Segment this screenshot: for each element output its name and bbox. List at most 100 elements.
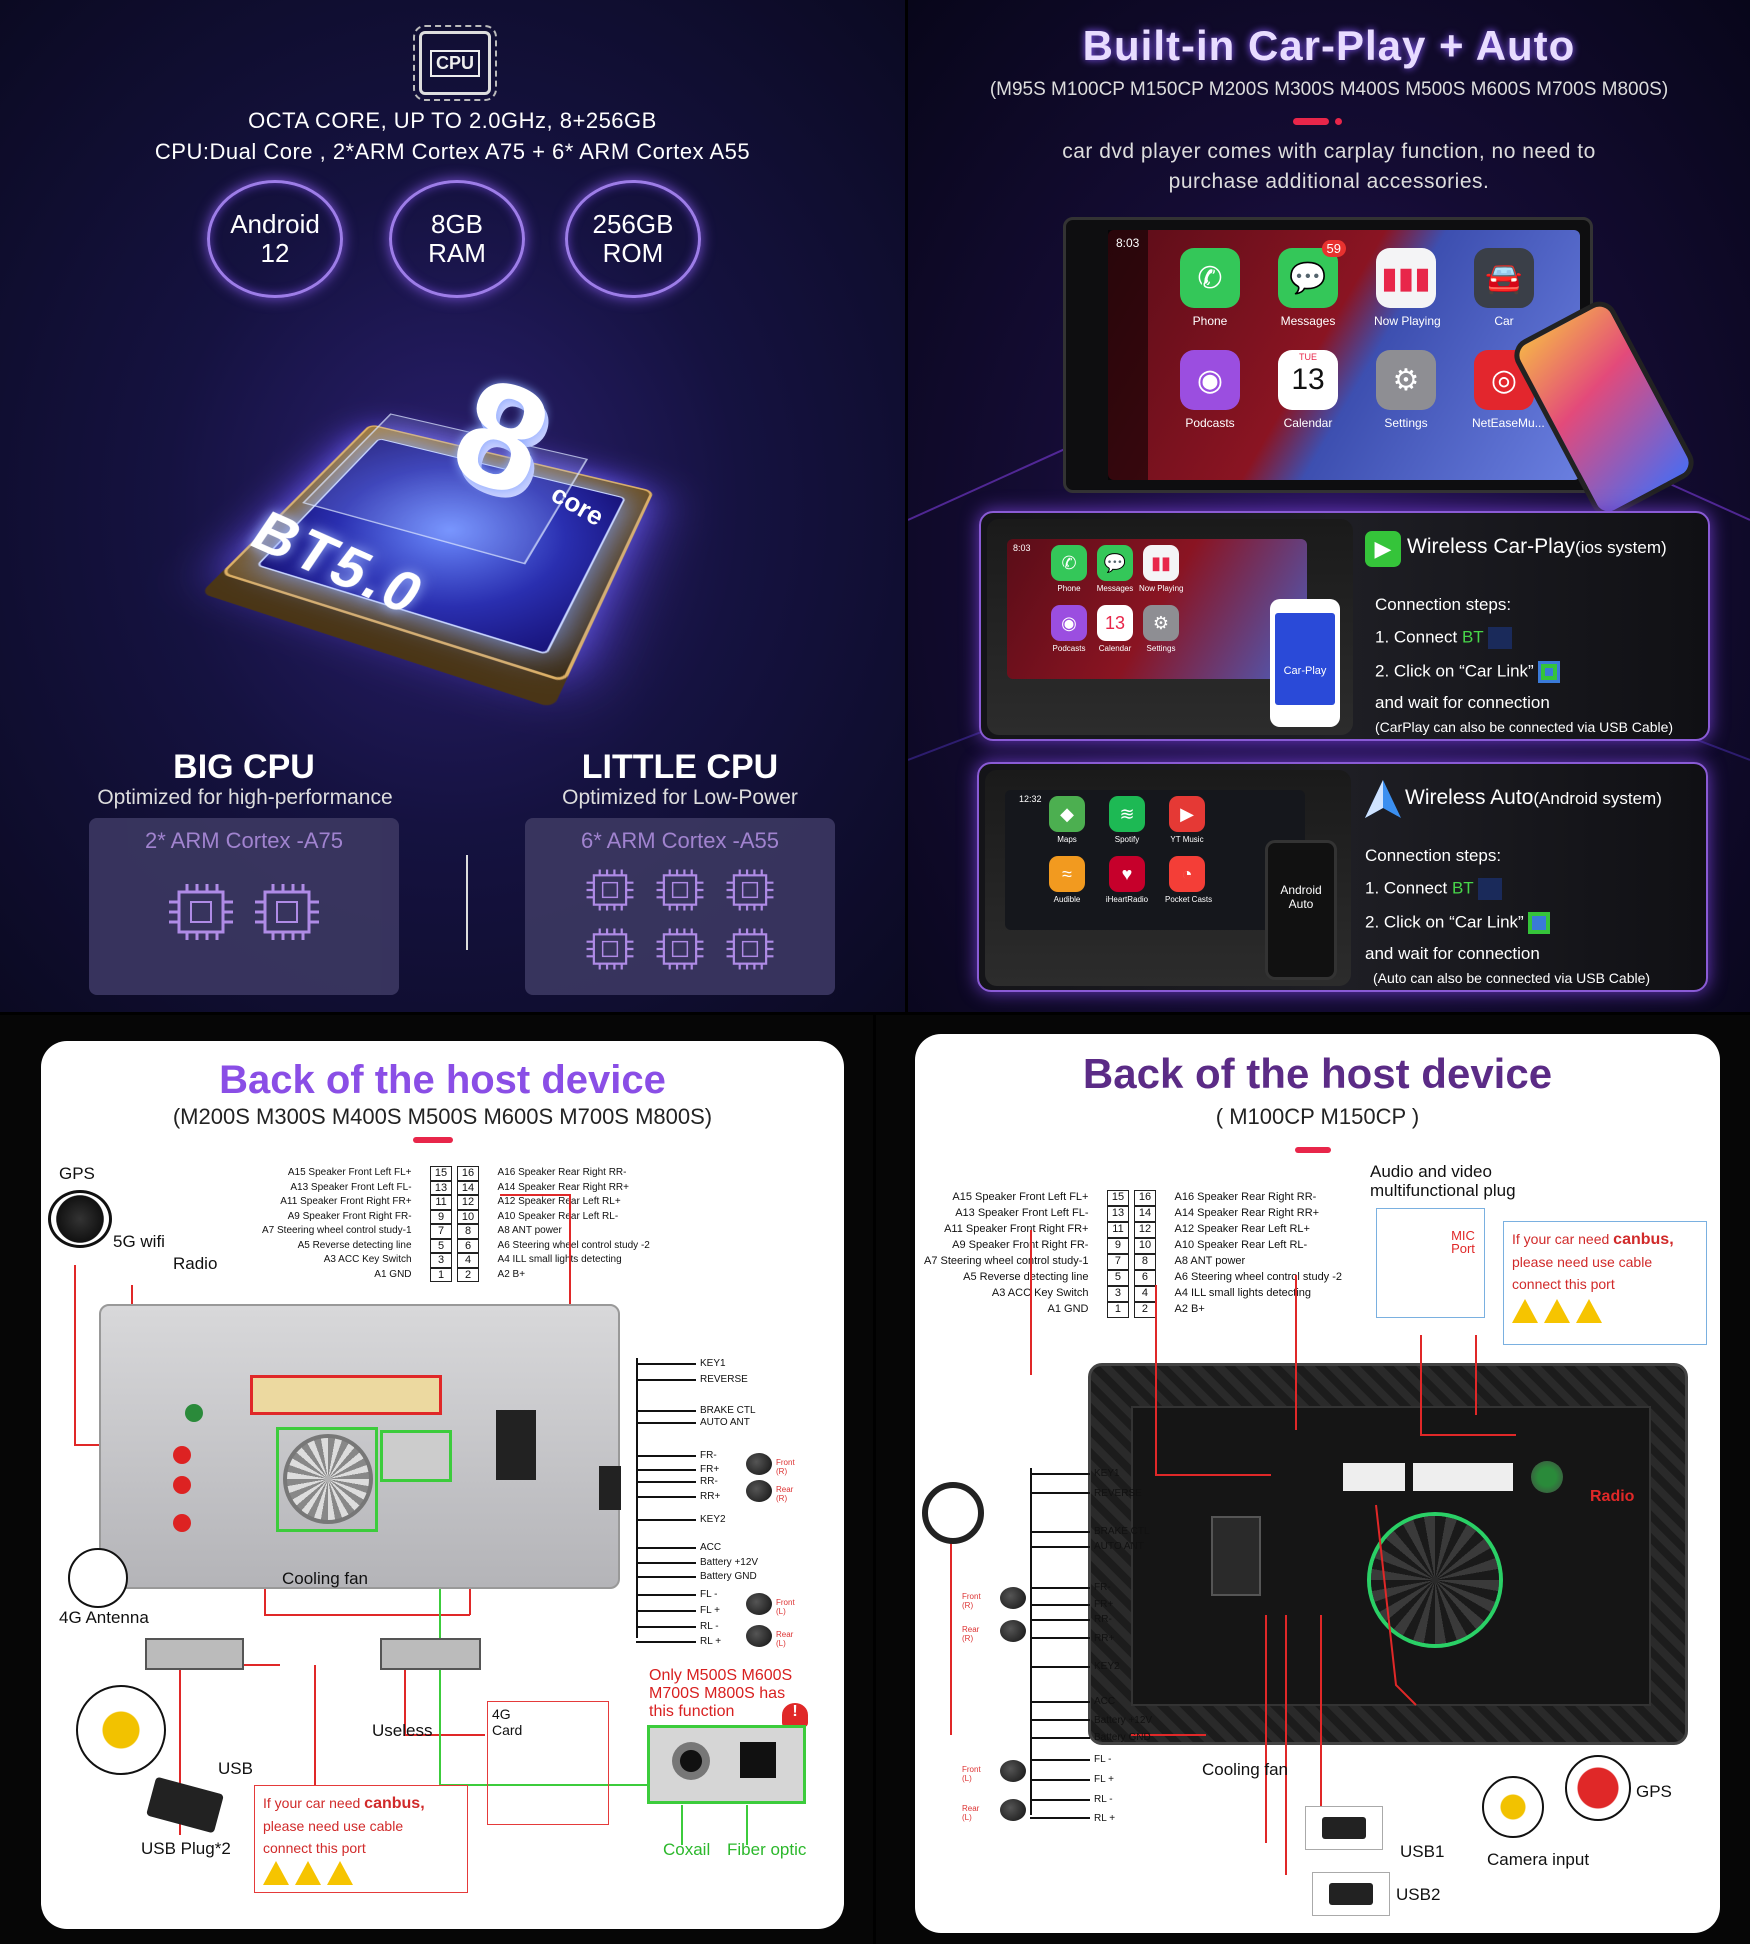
coax-optical-ports bbox=[647, 1725, 806, 1804]
app-audible[interactable]: ≈Audible bbox=[1045, 856, 1089, 904]
speaker-label: Rear (R) bbox=[962, 1625, 979, 1643]
app-label: Phone bbox=[1178, 314, 1242, 328]
app-spotify[interactable]: ≋ Spotify bbox=[1105, 796, 1149, 844]
wire-line bbox=[1030, 1546, 1090, 1548]
wire-label: RR- bbox=[1094, 1614, 1112, 1625]
badge-line: 256GB bbox=[593, 210, 674, 239]
radio-port bbox=[185, 1404, 203, 1422]
app-icon: 13TUE bbox=[1278, 350, 1338, 410]
app-iheartradio[interactable]: ♥iHeartRadio bbox=[1105, 856, 1149, 904]
dashboard-image: 12:32 ◆Maps≋Spotify▶YT Music≈Audible♥iHe… bbox=[985, 770, 1351, 986]
app-car[interactable]: 🚘Car bbox=[1472, 248, 1536, 328]
speaker-label: Rear (R) bbox=[776, 1485, 793, 1503]
wire-line bbox=[1030, 1817, 1090, 1819]
gps-label: GPS bbox=[1636, 1782, 1672, 1802]
app-icon: ▶ bbox=[1169, 796, 1205, 832]
car-link-icon bbox=[1528, 912, 1550, 934]
app-label: Calendar bbox=[1276, 416, 1340, 430]
4g-antenna-icon bbox=[68, 1548, 128, 1608]
app-icon: ≋ bbox=[1109, 796, 1145, 832]
useless-label: Useless bbox=[372, 1721, 432, 1741]
cpu-core-icon bbox=[582, 927, 638, 976]
harness-wire: KEY1 bbox=[1030, 1468, 1120, 1479]
app-label: Audible bbox=[1045, 895, 1089, 904]
red-dash-decoration bbox=[1293, 118, 1329, 125]
app-icon: 💬 bbox=[1097, 545, 1133, 581]
app-calendar[interactable]: 13TUE Calendar bbox=[1276, 350, 1340, 430]
wire-label: AUTO ANT bbox=[700, 1417, 750, 1428]
app-messages[interactable]: 💬Messages bbox=[1093, 545, 1137, 593]
app-phone[interactable]: ✆Phone bbox=[1178, 248, 1242, 328]
alert-icon: ! bbox=[782, 1703, 808, 1727]
wire-label: Battery GND bbox=[1094, 1732, 1151, 1743]
carplay-dock: 8:03 bbox=[1108, 230, 1148, 480]
gps-label: GPS bbox=[59, 1164, 95, 1184]
radio-label: Radio bbox=[173, 1254, 217, 1274]
wire-line bbox=[636, 1455, 696, 1457]
app-now-playing[interactable]: ▮▮Now Playing bbox=[1139, 545, 1183, 593]
app-label: YT Music bbox=[1165, 835, 1209, 844]
wire-line bbox=[636, 1547, 696, 1549]
harness-wire: BRAKE CTL bbox=[1030, 1526, 1150, 1537]
harness-wire: RR- bbox=[1030, 1614, 1112, 1625]
wire-line bbox=[636, 1519, 696, 1521]
step-3: and wait for connection bbox=[1365, 944, 1540, 964]
wire-line bbox=[636, 1641, 696, 1643]
app-messages[interactable]: 💬59Messages bbox=[1276, 248, 1340, 328]
wire-line bbox=[1030, 1719, 1090, 1721]
gps-port bbox=[173, 1446, 191, 1464]
wire-line bbox=[1030, 1701, 1090, 1703]
cpu-core-icon bbox=[652, 868, 708, 917]
av-ports-highlight bbox=[380, 1430, 452, 1482]
cpu-core-icon bbox=[165, 882, 237, 947]
app-label: Now Playing bbox=[1374, 314, 1438, 328]
app-label: Spotify bbox=[1105, 835, 1149, 844]
app-phone[interactable]: ✆Phone bbox=[1047, 545, 1091, 593]
wire-label: FL - bbox=[700, 1589, 717, 1600]
harness-wire: BRAKE CTL bbox=[636, 1405, 756, 1416]
app-settings[interactable]: ⚙Settings bbox=[1139, 605, 1183, 653]
cpu-core-icon bbox=[582, 868, 638, 917]
harness-wire: FR+ bbox=[1030, 1599, 1113, 1610]
app-yt-music[interactable]: ▶ YT Music bbox=[1165, 796, 1209, 844]
mini-carplay-screen: 8:03 ✆Phone💬Messages▮▮Now Playing◉Podcas… bbox=[1007, 539, 1307, 679]
little-cpu-box: 6* ARM Cortex -A55 bbox=[525, 818, 835, 995]
harness-wire: RR+ bbox=[1030, 1633, 1114, 1644]
note-line: this function bbox=[649, 1703, 792, 1721]
wire-label: REVERSE bbox=[1094, 1488, 1142, 1499]
cpu-spec-panel: CPU OCTA CORE, UP TO 2.0GHz, 8+256GB CPU… bbox=[0, 0, 905, 1012]
bt-label: BT bbox=[1452, 878, 1473, 897]
app-icon: ▮▮ bbox=[1143, 545, 1179, 581]
harness-wire: RL - bbox=[1030, 1794, 1113, 1805]
wire-line bbox=[1030, 1531, 1090, 1533]
card-title-suffix: (ios system) bbox=[1575, 538, 1667, 557]
app-calendar[interactable]: 13Calendar bbox=[1093, 605, 1137, 653]
app-label: Pocket Casts bbox=[1165, 895, 1209, 904]
wire-line bbox=[636, 1626, 696, 1628]
car-link-icon bbox=[1538, 661, 1560, 683]
app-label: Podcasts bbox=[1178, 416, 1242, 430]
app-podcasts[interactable]: ◉Podcasts bbox=[1178, 350, 1242, 430]
wire-line bbox=[636, 1363, 696, 1365]
wire-line bbox=[1030, 1666, 1090, 1668]
speaker-icon bbox=[1000, 1620, 1026, 1642]
wire-label: BRAKE CTL bbox=[700, 1405, 756, 1416]
harness-wire: RL - bbox=[636, 1621, 719, 1632]
wire-line bbox=[1030, 1473, 1090, 1475]
usb-port-block bbox=[496, 1410, 536, 1480]
speaker-label: Front (R) bbox=[962, 1592, 981, 1610]
app-settings[interactable]: ⚙Settings bbox=[1374, 350, 1438, 430]
harness-wire: Battery +12V bbox=[636, 1557, 758, 1568]
usb1-cable-image bbox=[1305, 1806, 1383, 1850]
app-pocket-casts[interactable]: ◔Pocket Casts bbox=[1165, 856, 1209, 904]
app-maps[interactable]: ◆Maps bbox=[1045, 796, 1089, 844]
speaker-icon bbox=[746, 1480, 772, 1502]
steering-wheel-icon bbox=[922, 1482, 984, 1544]
app-now-playing[interactable]: ▮▮▮Now Playing bbox=[1374, 248, 1438, 328]
harness-wire: FL + bbox=[1030, 1774, 1114, 1785]
little-core-icons bbox=[560, 868, 800, 976]
chip-illustration: 8 core BT5.0 bbox=[190, 360, 710, 720]
iphone-illustration: Car-Play bbox=[1270, 599, 1340, 727]
app-podcasts[interactable]: ◉Podcasts bbox=[1047, 605, 1091, 653]
cpu-divider bbox=[466, 855, 468, 950]
